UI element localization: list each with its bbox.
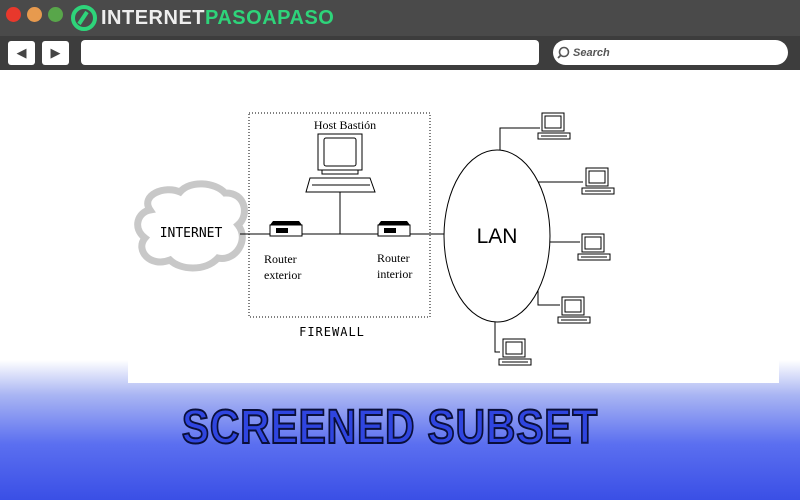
close-window-button[interactable]: [6, 7, 21, 22]
lan-ellipse: [443, 149, 551, 323]
logo-text-pasoapaso: PASOAPASO: [205, 6, 335, 29]
router-exterior-label-2: exterior: [264, 268, 301, 282]
lan-links: [494, 127, 583, 353]
minimize-window-button[interactable]: [27, 7, 42, 22]
lan-computer-icon: [498, 338, 532, 366]
logo-text-internet: INTERNET: [101, 6, 205, 29]
router-exterior-label-1: Router: [264, 252, 297, 266]
firewall-label: FIREWALL: [299, 325, 365, 339]
forward-button[interactable]: ▶: [42, 41, 69, 65]
search-placeholder: Search: [573, 46, 610, 59]
router-interior-label-1: Router: [377, 251, 410, 265]
router-exterior-icon: [269, 220, 303, 237]
lan-computer-icon: [537, 112, 571, 140]
browser-toolbar: ◀ ▶ Search: [0, 36, 800, 70]
search-input[interactable]: Search: [553, 40, 788, 65]
lan-computer-icon: [581, 167, 615, 195]
host-label: Host Bastión: [314, 118, 376, 132]
background-gradient: [0, 360, 800, 500]
firewall-box: [248, 112, 431, 318]
logo-icon: [71, 5, 97, 31]
router-interior-label-2: interior: [377, 267, 412, 281]
internet-cloud: INTERNET: [134, 180, 248, 272]
router-interior-icon: [377, 220, 411, 237]
maximize-window-button[interactable]: [48, 7, 63, 22]
address-bar[interactable]: [81, 40, 539, 65]
lan-computer-icon: [557, 296, 591, 324]
lan-computer-icon: [577, 233, 611, 261]
bastion-host-computer-icon: [305, 133, 376, 193]
headline: SCREENED SUBSET: [181, 400, 599, 455]
back-button[interactable]: ◀: [8, 41, 35, 65]
internet-label: INTERNET: [160, 226, 223, 241]
search-icon: [557, 46, 570, 59]
lan-label: LAN: [477, 225, 518, 248]
